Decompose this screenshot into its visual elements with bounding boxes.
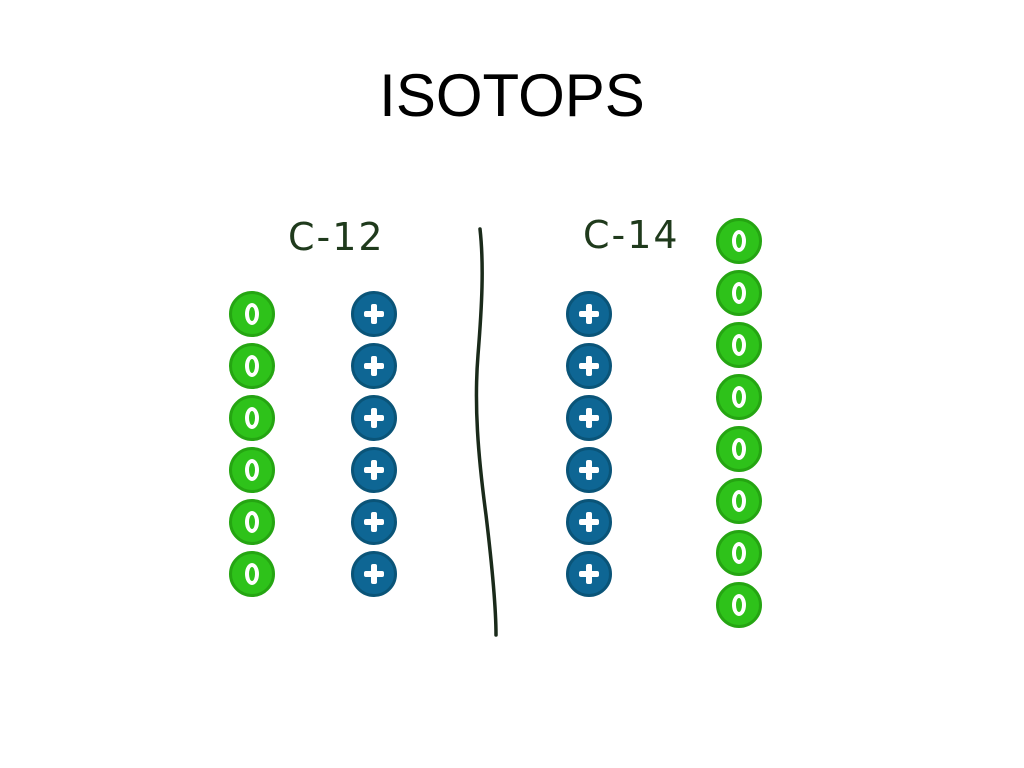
neutron-glyph [245, 563, 259, 585]
neutron-glyph [732, 542, 746, 564]
proton-glyph [579, 460, 599, 480]
isotope-label-c14: C-14 [583, 213, 680, 257]
zero-circle-icon [716, 218, 762, 264]
zero-circle-icon [229, 291, 275, 337]
zero-circle-icon [716, 530, 762, 576]
proton-glyph [579, 564, 599, 584]
proton-glyph [579, 512, 599, 532]
neutron-glyph [732, 386, 746, 408]
proton-glyph [364, 512, 384, 532]
proton-glyph [364, 408, 384, 428]
c12-neutron-column [229, 291, 277, 603]
slide-title: ISOTOPS [379, 62, 645, 129]
zero-circle-icon [716, 270, 762, 316]
neutron-glyph [245, 355, 259, 377]
neutron-glyph [732, 594, 746, 616]
c14-proton-column [566, 291, 614, 603]
plus-circle-icon [351, 343, 397, 389]
proton-glyph [579, 356, 599, 376]
proton-glyph [579, 408, 599, 428]
plus-circle-icon [566, 343, 612, 389]
plus-circle-icon [351, 291, 397, 337]
plus-circle-icon [566, 291, 612, 337]
plus-circle-icon [351, 447, 397, 493]
plus-circle-icon [566, 551, 612, 597]
neutron-glyph [732, 490, 746, 512]
zero-circle-icon [229, 551, 275, 597]
zero-circle-icon [716, 322, 762, 368]
neutron-glyph [732, 334, 746, 356]
zero-circle-icon [229, 499, 275, 545]
neutron-glyph [245, 459, 259, 481]
neutron-glyph [245, 303, 259, 325]
plus-circle-icon [351, 499, 397, 545]
plus-circle-icon [566, 395, 612, 441]
neutron-glyph [732, 230, 746, 252]
plus-circle-icon [566, 447, 612, 493]
proton-glyph [364, 304, 384, 324]
plus-circle-icon [566, 499, 612, 545]
proton-glyph [579, 304, 599, 324]
c14-neutron-column [716, 218, 764, 634]
plus-circle-icon [351, 551, 397, 597]
zero-circle-icon [716, 426, 762, 472]
proton-glyph [364, 460, 384, 480]
zero-circle-icon [716, 478, 762, 524]
neutron-glyph [732, 282, 746, 304]
isotope-label-c12: C-12 [288, 215, 385, 259]
zero-circle-icon [229, 395, 275, 441]
zero-circle-icon [229, 343, 275, 389]
neutron-glyph [245, 407, 259, 429]
c12-proton-column [351, 291, 399, 603]
divider-stroke [474, 227, 498, 637]
divider-line [474, 227, 498, 637]
zero-circle-icon [229, 447, 275, 493]
plus-circle-icon [351, 395, 397, 441]
zero-circle-icon [716, 582, 762, 628]
neutron-glyph [732, 438, 746, 460]
proton-glyph [364, 356, 384, 376]
proton-glyph [364, 564, 384, 584]
neutron-glyph [245, 511, 259, 533]
zero-circle-icon [716, 374, 762, 420]
